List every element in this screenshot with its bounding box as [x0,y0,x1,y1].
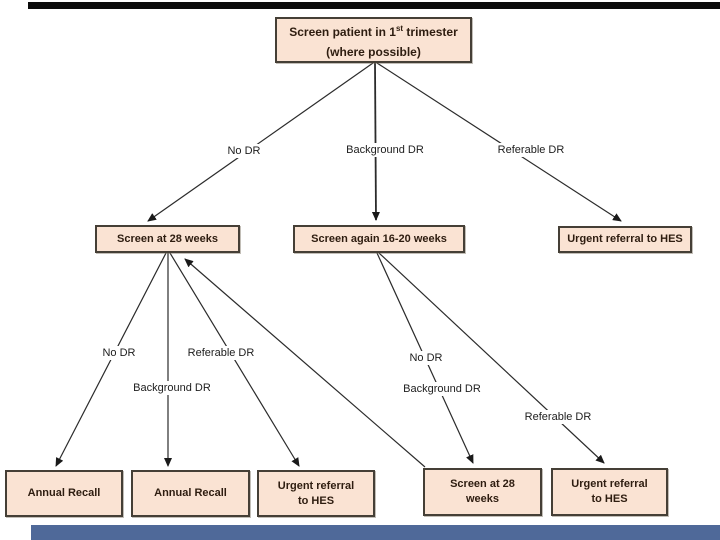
node-label: Annual Recall [154,487,227,499]
arrow-root-to-screen28 [147,62,374,222]
edge-label-referable-dr-3: Referable DR [521,410,595,424]
node-screen-28-weeks: Screen at 28 weeks [95,225,240,253]
node-urgent-referral-hes-top: Urgent referral to HES [558,226,692,253]
node-label: Annual Recall [27,487,101,499]
arrow-root-to-screen-again [371,62,380,221]
node-label-line1: Screen at 28 [450,478,515,490]
edge-label-background-dr-2: Background DR [130,381,214,395]
node-urgent-referral-hes-left: Urgent referral to HES [257,470,375,517]
edge-label-background-dr-3: Background DR [400,382,484,396]
arrow-root-to-urgent-top [376,62,622,222]
arrow-return-to-screen28 [184,258,426,468]
node-screen-28-weeks-bottom: Screen at 28 weeks [423,468,542,516]
edge-label-referable-dr-2: Referable DR [184,346,258,360]
node-urgent-referral-hes-right: Urgent referral to HES [551,468,668,516]
node-annual-recall-1: Annual Recall [5,470,123,517]
node-label-line2: weeks [465,493,500,505]
arrow-screen-again-to-urgent-right [378,252,605,464]
node-label-line1: Urgent referral [277,479,355,492]
node-screen-first-trimester: Screen patient in 1st trimester (where p… [275,17,472,63]
node-screen-again-16-20-weeks: Screen again 16-20 weeks [293,225,465,253]
node-title-line1: Screen patient in 1st trimester [289,23,458,39]
node-label-line1: Urgent referral [571,478,648,490]
edge-label-referable-dr-1: Referable DR [494,143,568,157]
node-label-line2: to HES [297,494,335,507]
edge-label-background-dr-1: Background DR [343,143,427,157]
bottom-blue-bar [31,525,720,540]
top-black-bar [28,2,720,9]
edge-label-no-dr-1: No DR [224,144,264,158]
node-label: Screen again 16-20 weeks [311,232,447,245]
node-label: Screen at 28 weeks [117,232,218,245]
edge-label-no-dr-2: No DR [99,346,139,360]
node-title-line2: (where possible) [326,44,421,59]
node-label: Urgent referral to HES [567,233,683,245]
edge-label-no-dr-3: No DR [406,351,446,365]
node-annual-recall-2: Annual Recall [131,470,250,517]
node-label-line2: to HES [591,493,628,505]
